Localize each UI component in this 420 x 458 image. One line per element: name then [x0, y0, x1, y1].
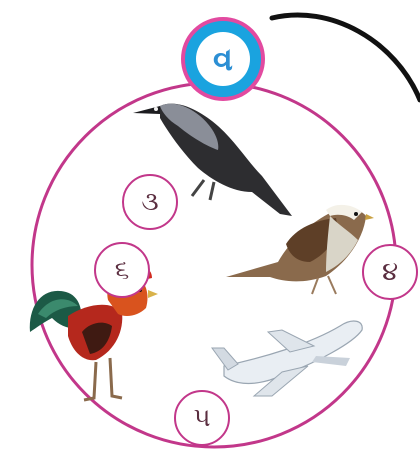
airplane-icon: [212, 321, 362, 396]
title-letter: વ: [196, 32, 250, 86]
title-badge: વ: [181, 17, 265, 101]
label-crow: ૩: [122, 174, 178, 230]
connector-line: [272, 15, 420, 100]
label-airplane: ૫: [174, 390, 230, 446]
label-rooster: ૬: [94, 242, 150, 298]
label-sparrow: ૪: [362, 244, 418, 300]
sparrow-icon: [226, 205, 374, 294]
